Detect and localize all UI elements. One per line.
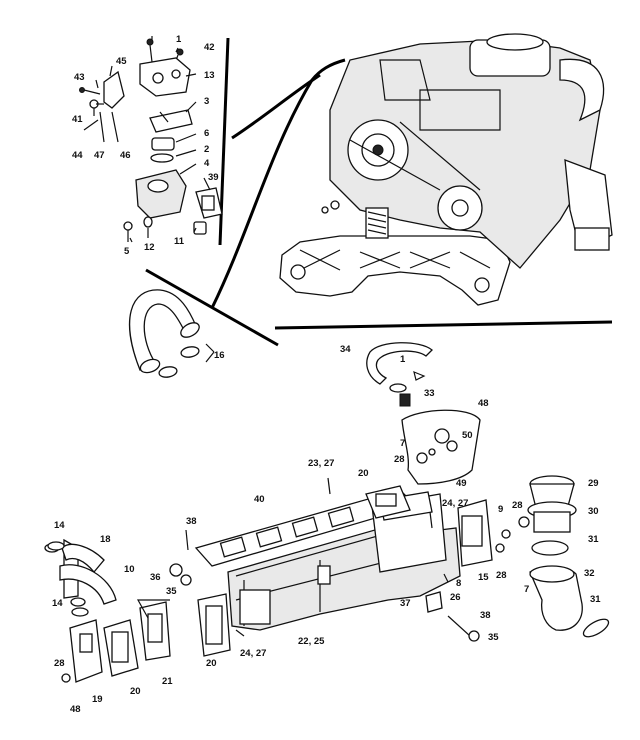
part-label: 44 (72, 150, 83, 161)
part-label: 15 (478, 572, 489, 583)
part-label: 6 (204, 128, 209, 139)
part-label: 38 (480, 610, 491, 621)
part-label: 39 (208, 172, 219, 183)
part-label: 34 (340, 344, 351, 355)
part-label: 2 (204, 144, 209, 155)
part-label: 1 (176, 34, 182, 45)
part-label: 31 (590, 594, 601, 605)
part-label: 22, 25 (298, 636, 325, 647)
part-label: 12 (144, 242, 155, 253)
part-label: 24, 27 (442, 498, 468, 509)
part-label: 40 (254, 494, 265, 505)
exhaust-manifold (169, 477, 493, 642)
part-label: 16 (214, 350, 225, 361)
part-label: 48 (478, 398, 489, 409)
part-label: 7 (400, 438, 405, 449)
part-label: 20 (206, 658, 217, 669)
part-label: 23, 27 (308, 458, 334, 469)
part-label: 21 (162, 676, 173, 687)
part-label: 46 (120, 150, 131, 161)
part-label: 14 (54, 520, 65, 531)
part-label: 14 (52, 598, 63, 609)
part-label: 33 (424, 388, 435, 399)
part-label: 20 (130, 686, 141, 697)
part-label: 41 (72, 114, 83, 125)
part-label: 9 (498, 504, 503, 515)
part-label: 7 (524, 584, 529, 595)
part-label: 48 (70, 704, 81, 715)
part-label: 28 (496, 570, 507, 581)
part-label: 28 (394, 454, 405, 465)
thermostat-housing-group (79, 36, 223, 243)
part-label: 11 (174, 236, 185, 247)
part-label: 10 (124, 564, 135, 575)
part-label: 5 (124, 246, 130, 257)
part-label: 43 (74, 72, 85, 83)
part-label: 18 (100, 534, 111, 545)
part-label: 28 (54, 658, 65, 669)
part-label: 29 (588, 478, 599, 489)
part-label: 4 (204, 158, 210, 169)
hose-icon (128, 289, 215, 378)
engine-illustration (279, 33, 613, 306)
bolt-icon (146, 38, 154, 63)
clamp-icon (47, 452, 530, 617)
part-label: 49 (456, 478, 467, 489)
part-label: 38 (186, 516, 197, 527)
part-label: 50 (462, 430, 473, 441)
exhaust-elbow-group (527, 475, 610, 638)
part-label: 1 (400, 354, 406, 365)
part-label: 36 (150, 572, 161, 583)
hose-icon (366, 342, 433, 407)
part-label: 37 (400, 598, 411, 609)
part-labels: 1 42 45 43 13 41 3 44 47 46 6 2 4 39 5 1… (52, 34, 601, 715)
cover-plate-group (61, 593, 231, 683)
part-label: 45 (116, 56, 127, 67)
part-label: 35 (166, 586, 177, 597)
part-label: 3 (204, 96, 209, 107)
part-label: 19 (92, 694, 103, 705)
part-label: 28 (512, 500, 523, 511)
part-label: 20 (358, 468, 369, 479)
part-label: 42 (204, 42, 215, 53)
part-label: 26 (450, 592, 461, 603)
part-label: 32 (584, 568, 595, 579)
part-label: 35 (488, 632, 499, 643)
part-label: 24, 27 (240, 648, 266, 659)
part-label: 13 (204, 70, 215, 81)
part-label: 47 (94, 150, 105, 161)
part-label: 30 (588, 506, 599, 517)
part-label: 31 (588, 534, 599, 545)
elbow-icon (401, 409, 481, 485)
part-label: 8 (456, 578, 461, 589)
